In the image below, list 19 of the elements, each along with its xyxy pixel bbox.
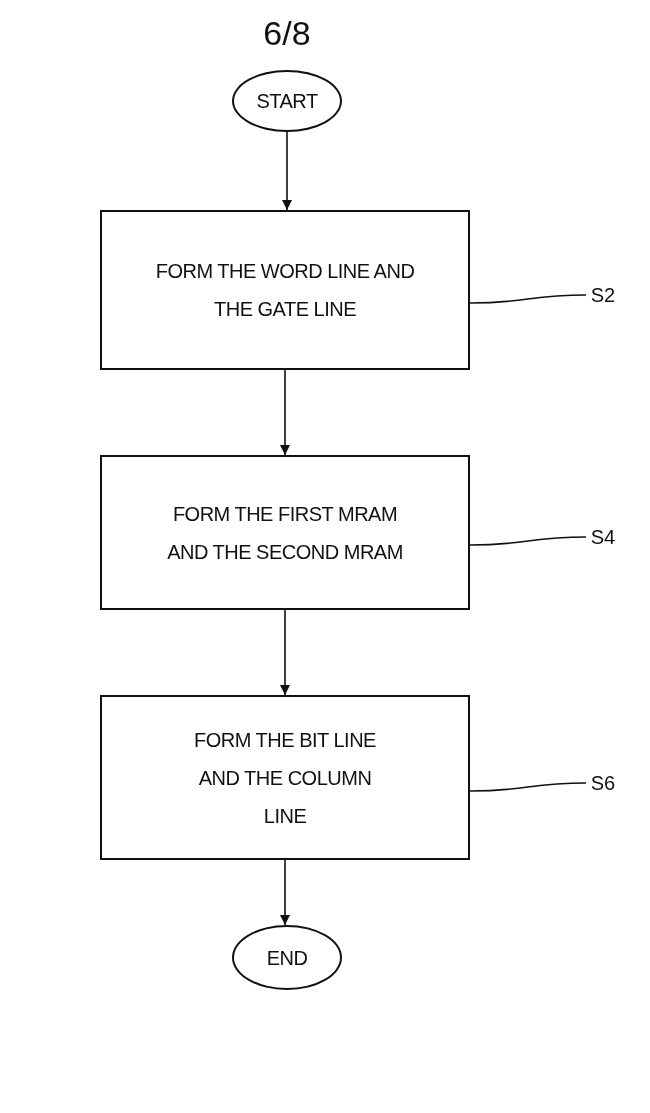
- process-box: [100, 695, 470, 860]
- arrow: [282, 131, 292, 211]
- step-label: S2: [586, 282, 620, 308]
- step-text: END: [266, 945, 308, 971]
- step-label: S4: [586, 524, 620, 550]
- arrow: [280, 609, 290, 696]
- step-label: S6: [586, 770, 620, 796]
- process-box: [100, 210, 470, 370]
- step-text: FORM THE WORD LINE AND THE GATE LINE: [154, 259, 416, 322]
- step-text: FORM THE FIRST MRAM AND THE SECOND MRAM: [166, 501, 404, 565]
- arrow: [280, 859, 290, 926]
- step-text: FORM THE BIT LINE AND THE COLUMN LINE: [193, 727, 377, 829]
- leader-line: [469, 294, 587, 304]
- leader-line: [469, 536, 587, 546]
- process-box: [100, 455, 470, 610]
- page-number: 6/8: [262, 14, 312, 53]
- step-text: START: [256, 89, 318, 114]
- leader-line: [469, 782, 587, 792]
- arrow: [280, 369, 290, 456]
